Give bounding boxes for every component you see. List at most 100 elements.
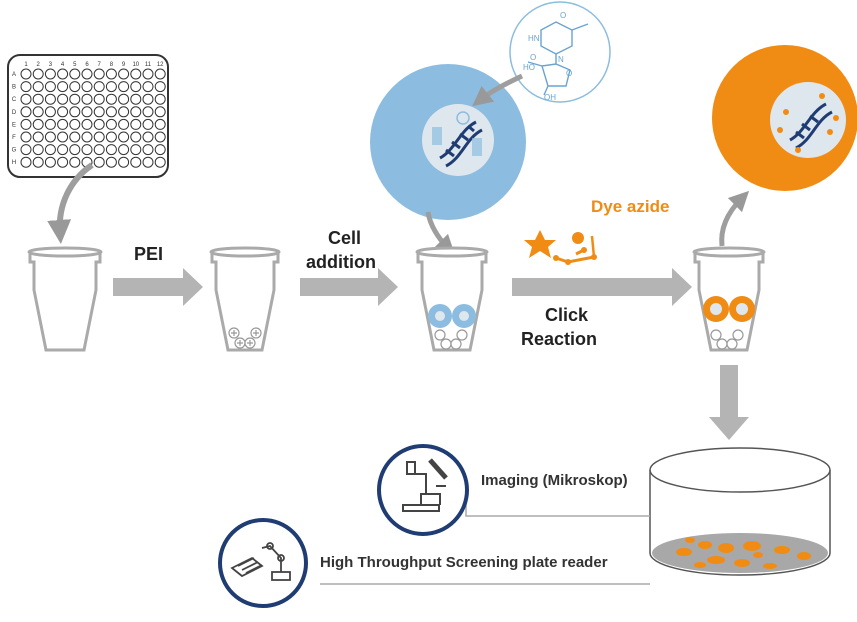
cell-addition-label-line1: Cell (328, 228, 362, 248)
plate-well (118, 68, 130, 80)
plate-well (105, 118, 117, 130)
plate-wells (20, 68, 166, 168)
atom-n: N (558, 55, 564, 64)
plate-well (105, 81, 117, 93)
plate-well (118, 131, 130, 143)
plate-well (81, 106, 93, 118)
plate-well (142, 81, 154, 93)
plate-row-label: B (12, 85, 16, 91)
dye-azide-icon (524, 230, 597, 265)
plate-well (105, 144, 117, 156)
plate-well (69, 118, 81, 130)
plate-well (57, 131, 69, 143)
plate-column-label: 2 (37, 62, 41, 68)
plate-well (44, 144, 56, 156)
plate-well (20, 81, 32, 93)
plate-well (130, 131, 142, 143)
plate-well (118, 106, 130, 118)
plate-well (69, 93, 81, 105)
plate-well (44, 106, 56, 118)
plate-row-label: C (12, 97, 17, 103)
plate-well (93, 144, 105, 156)
plate-reader-label: High Throughput Screening plate reader (320, 554, 608, 571)
plate-column-label: 3 (49, 62, 53, 68)
plate-well (105, 156, 117, 168)
robot-arm-plate-icon (230, 542, 291, 581)
plate-well (20, 156, 32, 168)
plate-column-label: 9 (122, 62, 126, 68)
plate-column-label: 12 (157, 62, 164, 68)
imaging-label: Imaging (Mikroskop) (481, 472, 628, 489)
plate-well (93, 93, 105, 105)
plate-well (32, 144, 44, 156)
plate-well (44, 93, 56, 105)
plate-column-label: 11 (145, 62, 152, 68)
plate-row-label: A (12, 72, 16, 78)
nucleoside-molecule: O HN N O HO O OH (509, 1, 611, 103)
plate-well (57, 118, 69, 130)
plate-well (130, 106, 142, 118)
click-reaction-label-line1: Click (545, 305, 589, 325)
plate-well (130, 118, 142, 130)
plate-well (154, 156, 166, 168)
orange-cell (712, 45, 857, 191)
plate-well (57, 144, 69, 156)
plate-well (142, 144, 154, 156)
plate-well (142, 106, 154, 118)
tube-to-orange-cell-arrow (719, 190, 750, 247)
plate-well (154, 68, 166, 80)
plate-well (44, 118, 56, 130)
plate-well (130, 68, 142, 80)
plate-row-label: F (12, 135, 16, 141)
tube-1 (27, 246, 103, 352)
molecule-to-cell-arrow (472, 73, 524, 107)
tube-3 (415, 246, 489, 352)
plate-well (32, 106, 44, 118)
cell-addition-label-line2: addition (306, 252, 376, 272)
pei-charges (228, 327, 262, 349)
plate-well (154, 131, 166, 143)
plate-well (93, 131, 105, 143)
plate-row-label: D (12, 110, 17, 116)
plate-well (93, 81, 105, 93)
plate-well (105, 106, 117, 118)
plate-well (105, 93, 117, 105)
plate-well (93, 106, 105, 118)
plate-well (32, 93, 44, 105)
plate-well (118, 144, 130, 156)
plate-to-tube-arrow (47, 162, 94, 244)
plate-well (142, 156, 154, 168)
plate-well (154, 93, 166, 105)
plate-well (93, 118, 105, 130)
plate-well (154, 106, 166, 118)
plate-well (20, 93, 32, 105)
plate-well (57, 106, 69, 118)
plate-well (130, 93, 142, 105)
plate-well (118, 81, 130, 93)
plate-well (81, 118, 93, 130)
plate-well (81, 93, 93, 105)
plate-well (130, 144, 142, 156)
atom-o-top: O (560, 11, 566, 20)
robot-badge (218, 518, 308, 608)
plate-column-label: 10 (132, 62, 139, 68)
plate-well (118, 118, 130, 130)
plate-well (32, 81, 44, 93)
plate-well (32, 118, 44, 130)
atom-o-left: O (530, 53, 536, 62)
plate-row-label: H (12, 160, 16, 166)
plate-well (20, 106, 32, 118)
plate-column-label: 5 (73, 62, 77, 68)
plate-well (142, 68, 154, 80)
atom-oh: OH (544, 93, 556, 102)
plate-well (57, 81, 69, 93)
plate-well (32, 68, 44, 80)
plate-well (154, 81, 166, 93)
click-reaction-label-line2: Reaction (521, 329, 598, 349)
pei-label: PEI (134, 244, 164, 264)
plate-well (32, 131, 44, 143)
plate-well (20, 144, 32, 156)
plate-well (81, 131, 93, 143)
